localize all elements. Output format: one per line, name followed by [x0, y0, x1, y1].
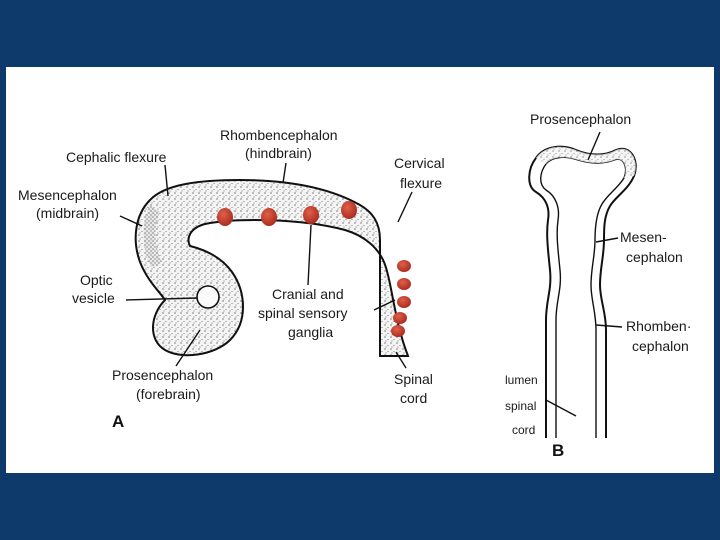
label-ganglia-3: ganglia: [288, 324, 333, 340]
label-spinal: Spinal: [394, 371, 433, 387]
optic-vesicle: [197, 286, 219, 308]
panel-b-letter: B: [552, 441, 564, 460]
neural-tube-inner-wall: [541, 157, 626, 438]
ganglion: [303, 206, 319, 224]
label-mesencephalon: Mesencephalon: [18, 187, 117, 203]
label-b-mesen: Mesen-: [620, 229, 667, 245]
label-b-mesen-sub: cephalon: [626, 249, 683, 265]
leader-b-mesen: [596, 238, 618, 242]
ganglion: [397, 278, 411, 290]
label-optic-sub: vesicle: [72, 290, 115, 306]
panel-a-letter: A: [112, 412, 124, 431]
ganglion: [217, 208, 233, 226]
label-cervical: Cervical: [394, 155, 445, 171]
ganglion: [261, 208, 277, 226]
ganglion: [393, 312, 407, 324]
label-mesencephalon-sub: (midbrain): [36, 205, 99, 221]
panel-b-neural-tube: Prosencephalon Mesen- cephalon Rhomben· …: [505, 111, 691, 460]
leader-ganglia-cranial: [308, 225, 311, 285]
label-prosencephalon-sub: (forebrain): [136, 386, 201, 402]
label-optic: Optic: [80, 272, 113, 288]
label-b-rhomben-sub: cephalon: [632, 338, 689, 354]
neural-tube-body: [136, 180, 408, 356]
neural-tube-outer-wall: [529, 147, 636, 438]
label-ganglia-2: spinal sensory: [258, 305, 348, 321]
label-prosencephalon: Prosencephalon: [112, 367, 213, 383]
ganglion: [397, 260, 411, 272]
label-ganglia-1: Cranial and: [272, 286, 344, 302]
label-b-prosencephalon: Prosencephalon: [530, 111, 631, 127]
panel-a-embryo: Cephalic flexure Rhombencephalon (hindbr…: [18, 127, 445, 431]
label-spinal-sub: cord: [400, 390, 427, 406]
label-rhombencephalon-sub: (hindbrain): [245, 145, 312, 161]
leader-b-rhomb: [596, 325, 622, 327]
label-rhombencephalon: Rhombencephalon: [220, 127, 338, 143]
label-b-rhomben: Rhomben·: [626, 318, 691, 334]
label-b-cord: cord: [512, 423, 535, 437]
label-b-lumen: lumen: [505, 373, 538, 387]
label-cephalic-flexure: Cephalic flexure: [66, 149, 167, 165]
ganglion: [341, 201, 357, 219]
leader-cervical: [398, 192, 412, 222]
leader-b-lumen: [546, 400, 576, 416]
leader-rhomb: [283, 163, 286, 183]
label-b-spinal: spinal: [505, 399, 536, 413]
ganglion: [391, 325, 405, 337]
ganglion: [397, 296, 411, 308]
label-cervical-sub: flexure: [400, 175, 442, 191]
